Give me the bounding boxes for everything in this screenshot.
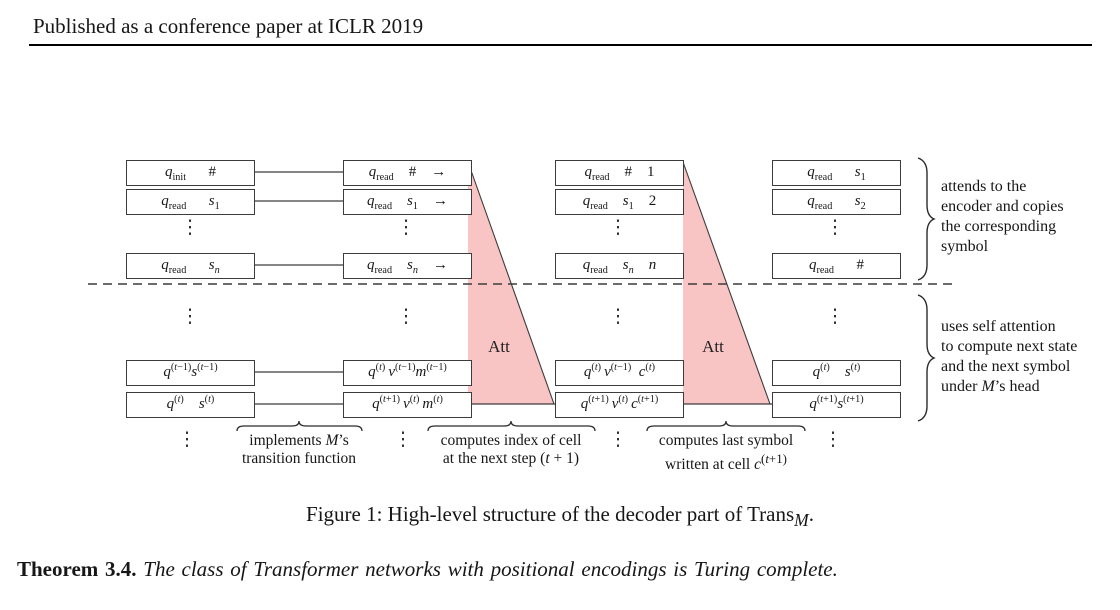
state-box-c2r4: q(t) v(t−1)m(t−1): [343, 360, 472, 386]
underbrace-1: [236, 420, 363, 432]
vdots-top-col2: ⋮: [396, 216, 416, 238]
state-box-c4r4: q(t) s(t): [772, 360, 901, 386]
underbrace-3: [646, 420, 806, 432]
underbrace-caption-2: computes index of cell at the next step …: [396, 432, 626, 468]
underbrace-caption-3-line2: written at cell c(t+1): [665, 451, 787, 474]
vdots-bottom-col4: ⋮: [823, 428, 843, 450]
state-box-c1r4: q(t−1)s(t−1): [126, 360, 255, 386]
underbrace-caption-2-line1: computes index of cell: [440, 432, 582, 449]
state-box-c4r5: q(t+1)s(t+1): [772, 392, 901, 418]
vdots-mid-col1: ⋮: [180, 305, 200, 327]
annotation-bottom-line2: to compute next state: [941, 338, 1078, 355]
annotation-top-line1: attends to the: [941, 178, 1027, 195]
state-box-c3r2: qread s1 2: [555, 189, 684, 215]
state-box-c3r1: qread # 1: [555, 160, 684, 186]
vdots-bottom-col1: ⋮: [177, 428, 197, 450]
underbrace-shapes: [236, 420, 806, 432]
connector-lines: [253, 171, 772, 405]
annotation-top-line2: encoder and copies: [941, 198, 1064, 215]
state-box-c3r3: qread sn n: [555, 253, 684, 279]
figure-caption: Figure 1: High-level structure of the de…: [306, 502, 814, 531]
right-brace-shapes: [917, 157, 936, 422]
vdots-mid-col4: ⋮: [825, 305, 845, 327]
vdots-top-col1: ⋮: [180, 216, 200, 238]
state-box-c4r2: qread s2: [772, 189, 901, 215]
underbrace-caption-1-line1: implements M’s: [249, 432, 349, 449]
right-brace-bottom: [917, 294, 936, 422]
vdots-bottom-col2: ⋮: [393, 428, 413, 450]
state-box-c1r1: qinit #: [126, 160, 255, 186]
annotation-bottom-line3: and the next symbol: [941, 358, 1071, 375]
vdots-mid-col3: ⋮: [608, 305, 628, 327]
underbrace-2: [427, 420, 596, 432]
vdots-bottom-col3: ⋮: [608, 428, 628, 450]
vdots-top-col3: ⋮: [608, 216, 628, 238]
annotation-bottom-line4: under M’s head: [941, 378, 1040, 395]
state-box-c2r3: qread sn →: [343, 253, 472, 279]
theorem-body: The class of Transformer networks with p…: [143, 557, 838, 581]
vdots-mid-col2: ⋮: [396, 305, 416, 327]
state-box-c2r2: qread s1 →: [343, 189, 472, 215]
right-brace-top: [917, 157, 936, 281]
state-box-c1r2: qread s1: [126, 189, 255, 215]
state-box-c4r3: qread #: [772, 253, 901, 279]
annotation-top-line3: the corresponding: [941, 218, 1057, 235]
state-box-c3r5: q(t+1) v(t) c(t+1): [555, 392, 684, 418]
theorem-label: Theorem 3.4.: [17, 557, 137, 581]
state-box-c4r1: qread s1: [772, 160, 901, 186]
running-header: Published as a conference paper at ICLR …: [33, 14, 424, 38]
underbrace-caption-1: implements M’s transition function: [184, 432, 414, 468]
state-box-c1r3: qread sn: [126, 253, 255, 279]
annotation-top-line4: symbol: [941, 238, 989, 255]
attention-label-2: Att: [702, 337, 724, 356]
underbrace-caption-2-line2: at the next step (t + 1): [442, 450, 580, 467]
state-box-c2r1: qread # →: [343, 160, 472, 186]
underbrace-caption-1-line2: transition function: [241, 450, 357, 467]
annotation-self-attention: uses self attention to compute next stat…: [941, 317, 1120, 397]
state-box-c1r5: q(t) s(t): [126, 392, 255, 418]
annotation-bottom-line1: uses self attention: [941, 318, 1056, 335]
state-box-c2r5: q(t+1) v(t) m(t): [343, 392, 472, 418]
underbrace-caption-3-line1: computes last symbol: [658, 432, 794, 449]
theorem-3-4: Theorem 3.4. The class of Transformer ne…: [17, 557, 1103, 582]
state-box-c3r4: q(t) v(t−1) c(t): [555, 360, 684, 386]
underbrace-caption-3: computes last symbol written at cell c(t…: [611, 432, 841, 474]
annotation-encoder-attention: attends to the encoder and copies the co…: [941, 177, 1120, 257]
vdots-top-col4: ⋮: [825, 216, 845, 238]
triangle-hypotenuse-lines: [467, 161, 771, 405]
attention-label-1: Att: [488, 337, 510, 356]
header-rule: [29, 44, 1092, 46]
